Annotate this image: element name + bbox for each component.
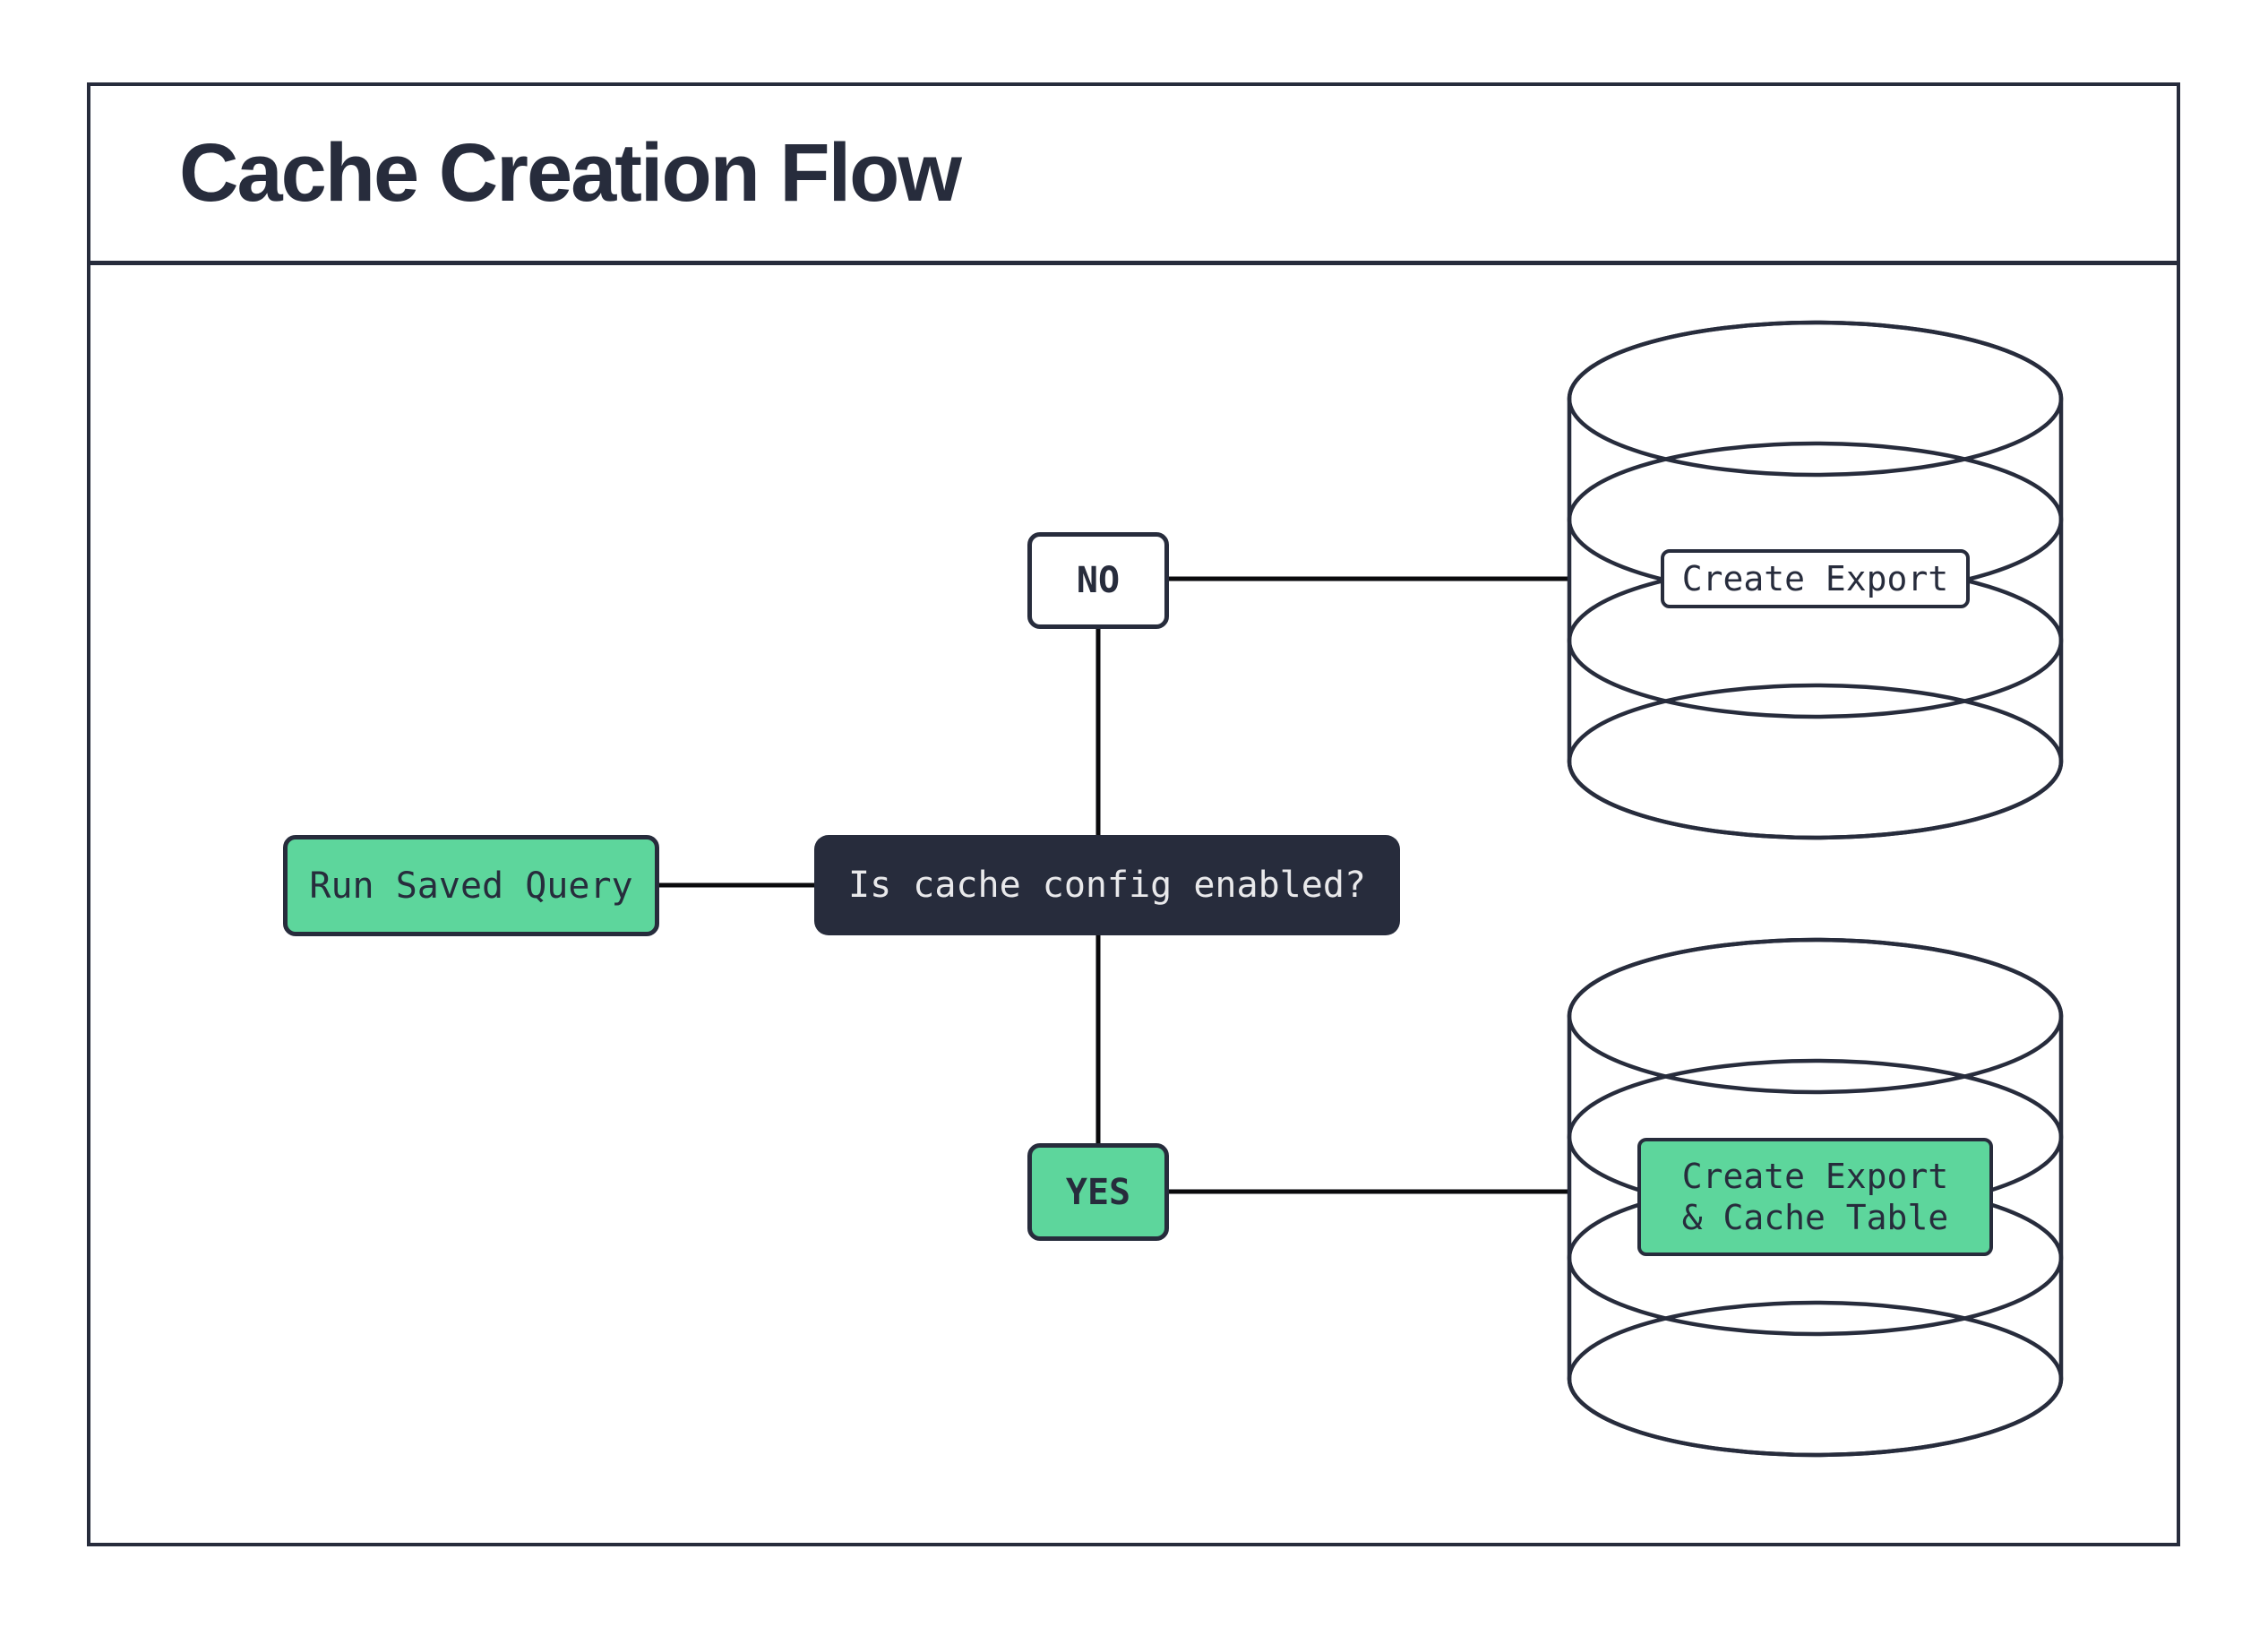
create-export-cache-table-label: Create Export & Cache Table	[1637, 1138, 1993, 1256]
diagram-frame	[87, 82, 2180, 1546]
page-title: Cache Creation Flow	[179, 127, 962, 219]
create-export-cache-table-line2: & Cache Table	[1681, 1198, 1949, 1237]
connector-lines	[659, 576, 1569, 1194]
yes-branch-node: YES	[1027, 1143, 1169, 1241]
header-divider	[87, 261, 2180, 265]
create-export-cache-table-line1: Create Export	[1681, 1157, 1949, 1196]
cache-config-decision-node: Is cache config enabled?	[814, 835, 1400, 935]
no-branch-node: NO	[1027, 532, 1169, 629]
run-saved-query-node: Run Saved Query	[283, 835, 659, 936]
create-export-label: Create Export	[1661, 549, 1970, 608]
